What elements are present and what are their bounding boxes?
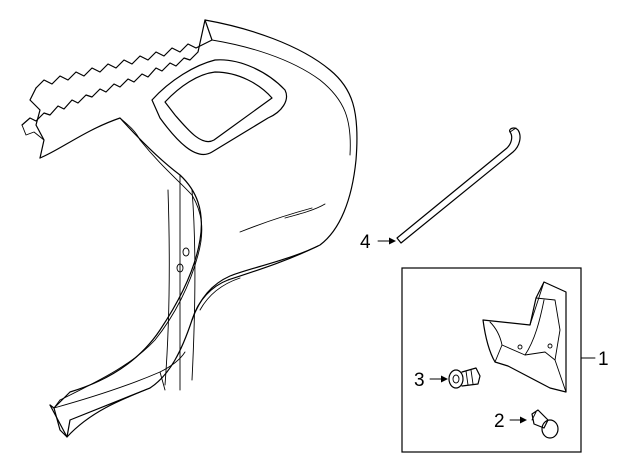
callout-4: 4 [360, 232, 396, 253]
callout-3: 3 [414, 370, 448, 391]
push-pin [531, 409, 559, 439]
callout-1: 1 [580, 349, 609, 370]
screw [448, 367, 481, 389]
callout-label-1: 1 [598, 349, 609, 370]
molding-strip [396, 127, 521, 244]
callout-2: 2 [494, 411, 527, 432]
kit-box [401, 267, 582, 453]
callout-label-3: 3 [414, 370, 425, 391]
mud-flap [482, 281, 567, 393]
callout-label-2: 2 [494, 411, 505, 432]
quarter-panel [21, 19, 358, 438]
callout-label-4: 4 [360, 232, 371, 253]
